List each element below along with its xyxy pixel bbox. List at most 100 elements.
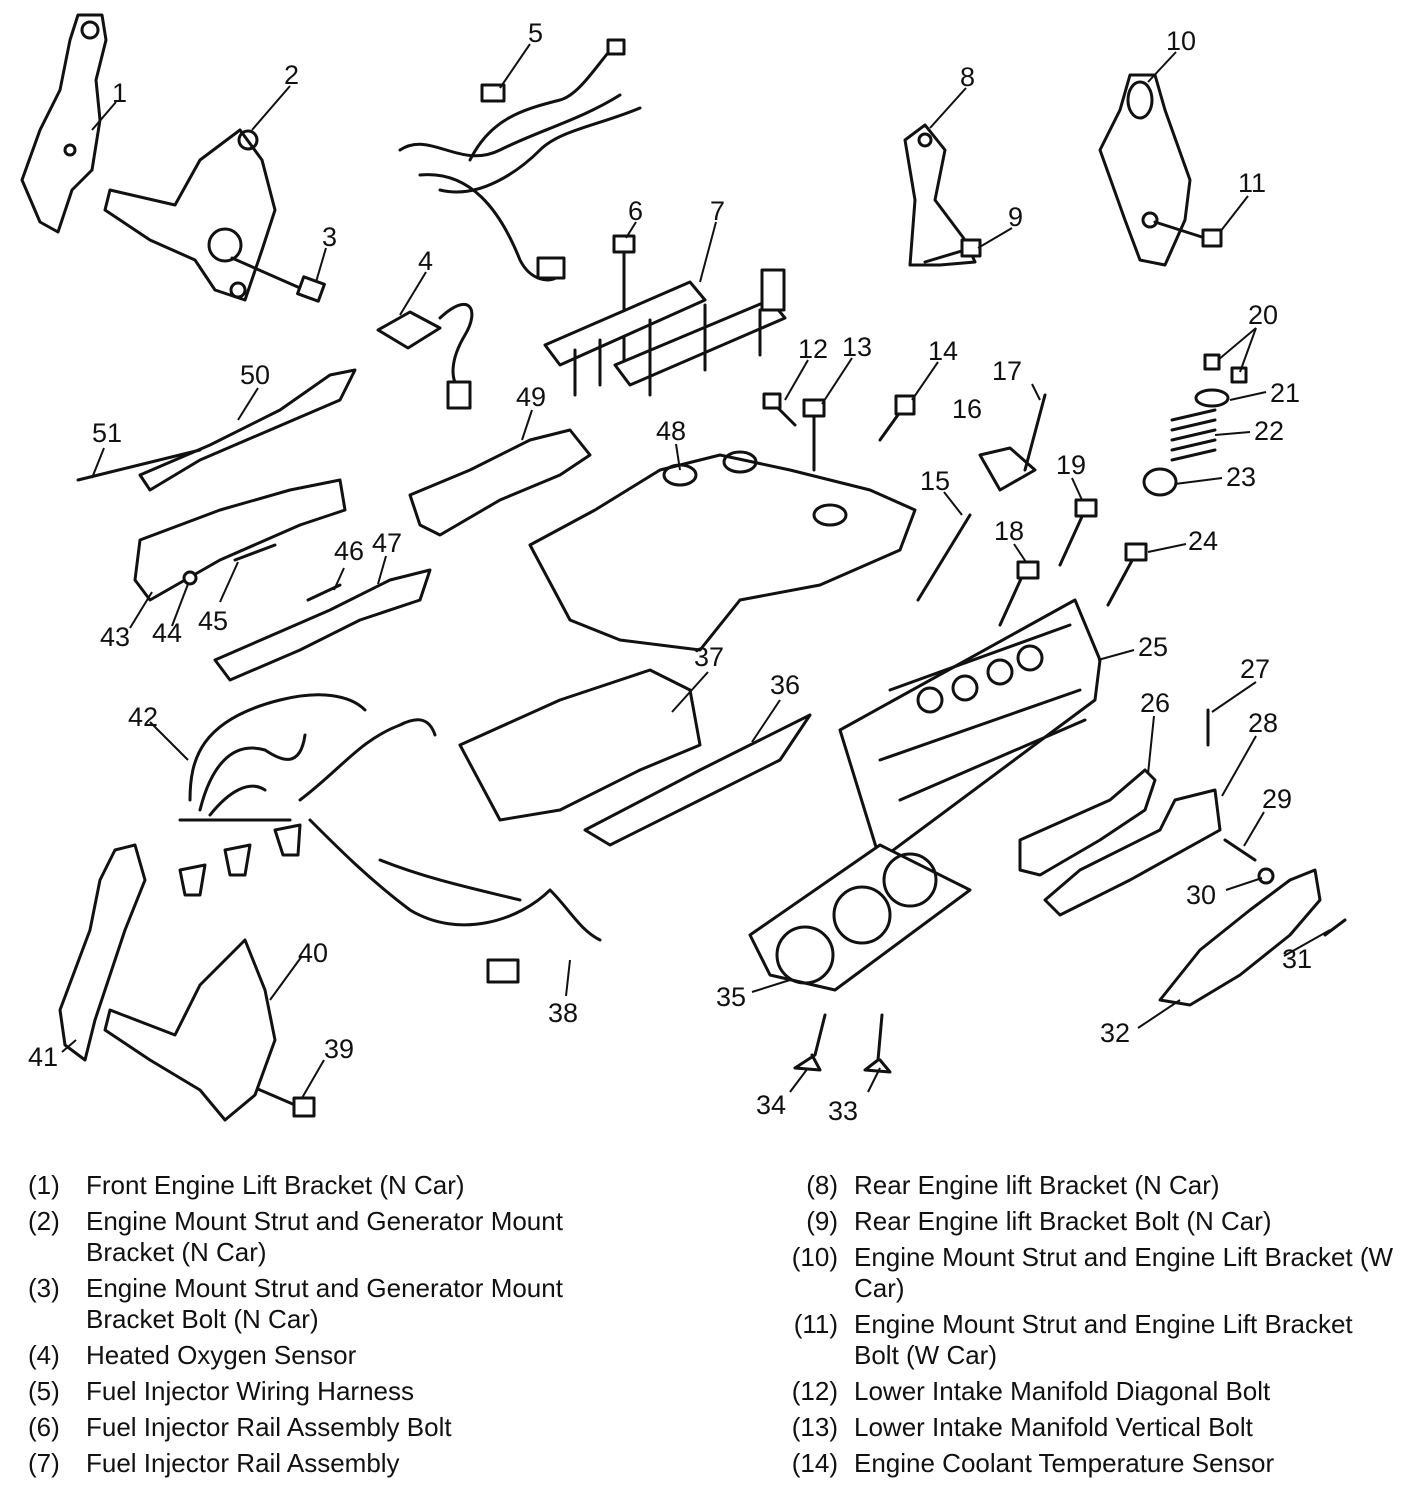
part-41-bracket [58,843,147,1062]
part-20-keepers [1203,353,1248,384]
callout-19: 19 [1056,450,1086,480]
callout-42: 42 [128,702,158,732]
part-22-valve-spring [1170,408,1217,462]
callout-46: 46 [334,536,364,566]
callout-16: 16 [952,394,982,424]
legend-number: (11) [793,1309,838,1339]
callout-40: 40 [298,938,328,968]
parts-legend: (1) Front Engine Lift Bracket (N Car) (2… [0,1162,1408,1492]
legend-number: (8) [806,1170,838,1200]
part-40-bracket [103,938,277,1122]
callout-26: 26 [1140,688,1170,718]
legend-item: (5) Fuel Injector Wiring Harness [28,1376,668,1407]
part-51-bolt [76,448,202,482]
leader-lines [61,43,1331,1099]
callout-38: 38 [548,998,578,1028]
part-4-oxygen-sensor [376,310,442,350]
callout-44: 44 [152,618,182,648]
callout-22: 22 [1254,416,1284,446]
part-47-heat-shield [213,568,432,682]
callout-31: 31 [1282,944,1312,974]
legend-item: (12) Lower Intake Manifold Diagonal Bolt [760,1376,1400,1407]
exploded-engine-diagram: 1 2 3 4 5 6 7 8 9 10 11 12 13 14 15 16 1… [20,13,1347,1126]
part-16-rocker [978,446,1037,492]
legend-description: Heated Oxygen Sensor [86,1340,357,1370]
callout-41: 41 [28,1042,58,1072]
part-44-nut [182,570,198,586]
callout-8: 8 [960,62,975,92]
callout-24: 24 [1188,526,1218,556]
part-23-seal [1142,467,1178,497]
legend-description: Engine Coolant Temperature Sensor [854,1448,1275,1478]
legend-column-right: (8) Rear Engine lift Bracket (N Car) (9)… [760,1170,1400,1484]
callout-11: 11 [1238,168,1266,198]
legend-number: (3) [28,1273,60,1303]
legend-number: (14) [791,1448,838,1478]
legend-description: Engine Mount Strut and Engine Lift Brack… [854,1242,1394,1303]
callout-47: 47 [372,528,402,558]
callout-43: 43 [100,622,130,652]
legend-item: (11) Engine Mount Strut and Engine Lift … [760,1309,1400,1371]
callout-48: 48 [656,416,686,446]
part-10-mount-lift-bracket [1098,73,1192,267]
part-37-intake-gasket [458,668,702,822]
part-50-heat-shield [138,368,357,492]
part-31-bolt [1323,918,1347,937]
callout-18: 18 [994,516,1024,546]
legend-item: (14) Engine Coolant Temperature Sensor [760,1448,1400,1479]
legend-number: (1) [28,1170,60,1200]
part-5-wiring-harness [398,38,642,282]
part-25-cylinder-head [838,598,1102,862]
callout-6: 6 [628,196,643,226]
legend-item: (2) Engine Mount Strut and Generator Mou… [28,1206,628,1268]
part-15-pushrod [916,513,972,602]
callout-1: 1 [112,78,127,108]
legend-item: (10) Engine Mount Strut and Engine Lift … [760,1242,1400,1304]
diagram-svg: 1 2 3 4 5 6 7 8 9 10 11 12 13 14 15 16 1… [20,13,1347,1126]
part-7-fuel-rail [543,268,787,397]
callout-5: 5 [528,18,543,48]
part-26-bracket [1018,768,1157,877]
callout-30: 30 [1186,880,1216,910]
callout-3: 3 [322,222,337,252]
callout-33: 33 [828,1096,858,1126]
legend-number: (2) [28,1206,60,1236]
legend-number: (12) [791,1376,838,1406]
part-35-head-gasket [748,843,972,992]
callout-34: 34 [756,1090,786,1120]
legend-description: Engine Mount Strut and Generator Mount B… [86,1206,563,1267]
callout-25: 25 [1138,632,1168,662]
callout-39: 39 [324,1034,354,1064]
legend-item: (6) Fuel Injector Rail Assembly Bolt [28,1412,668,1443]
part-21-retainer [1194,388,1230,408]
part-42-plug-wires [178,693,367,897]
callout-45: 45 [198,606,228,636]
part-24-head-bolt [1106,553,1137,607]
part-33-valve [863,1013,892,1074]
legend-description: Rear Engine lift Bracket Bolt (N Car) [854,1206,1272,1236]
callout-51: 51 [92,418,122,448]
callout-4: 4 [418,246,433,276]
callout-14: 14 [928,336,958,366]
legend-number: (9) [806,1206,838,1236]
part-1-front-lift-bracket [20,13,108,234]
callout-7: 7 [710,196,725,226]
legend-item: (7) Fuel Injector Rail Assembly [28,1448,668,1479]
part-19-head-bolt [1058,508,1087,567]
legend-item: (4) Heated Oxygen Sensor [28,1340,668,1371]
callout-49: 49 [516,382,546,412]
legend-item: (3) Engine Mount Strut and Generator Mou… [28,1273,628,1335]
part-36-intake-gasket [583,713,812,847]
callout-15: 15 [920,466,950,496]
part-17-bolt [1023,393,1047,472]
legend-number: (10) [791,1242,838,1272]
legend-number: (13) [791,1412,838,1442]
legend-number: (6) [28,1412,60,1442]
callout-21: 21 [1270,378,1300,408]
part-9-bolt [923,248,967,264]
part-11-bolt [1153,220,1207,240]
legend-description: Lower Intake Manifold Vertical Bolt [854,1412,1253,1442]
callout-27: 27 [1240,654,1270,684]
legend-item: (1) Front Engine Lift Bracket (N Car) [28,1170,668,1201]
part-45-stud [233,543,277,562]
